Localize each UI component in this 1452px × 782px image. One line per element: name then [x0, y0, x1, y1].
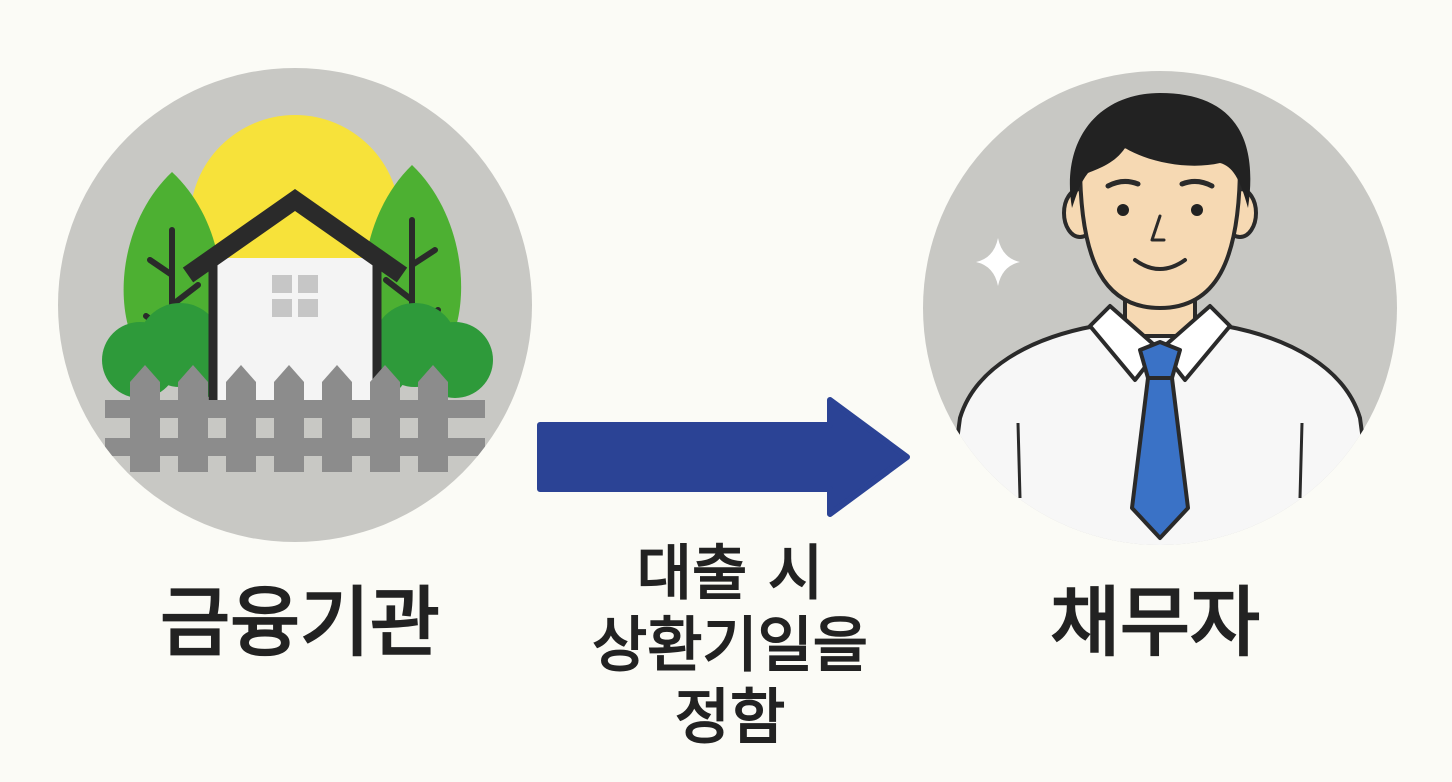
relation-label-line-1: 대출 시	[636, 539, 824, 609]
debtor-node	[923, 71, 1397, 545]
face-icon	[1077, 142, 1243, 311]
hair-icon	[1069, 93, 1251, 208]
house-window-icon	[272, 275, 318, 317]
lender-label: 금융기관	[160, 578, 440, 667]
fence-icon	[105, 365, 485, 472]
lender-node	[58, 68, 532, 542]
debtor-label: 채무자	[1050, 578, 1260, 667]
tie-icon	[1130, 340, 1190, 540]
man-in-tie-icon	[937, 93, 1383, 545]
relation-label: 대출 시 상환기일을 정함	[520, 538, 940, 754]
relation-label-line-2: 상환기일을	[592, 611, 868, 681]
sparkle-icon	[976, 238, 1020, 286]
relation-label-line-3: 정함	[674, 683, 786, 753]
house-with-trees-icon	[102, 115, 493, 472]
collar-icon	[1088, 304, 1232, 382]
right-arrow-icon	[537, 397, 910, 517]
